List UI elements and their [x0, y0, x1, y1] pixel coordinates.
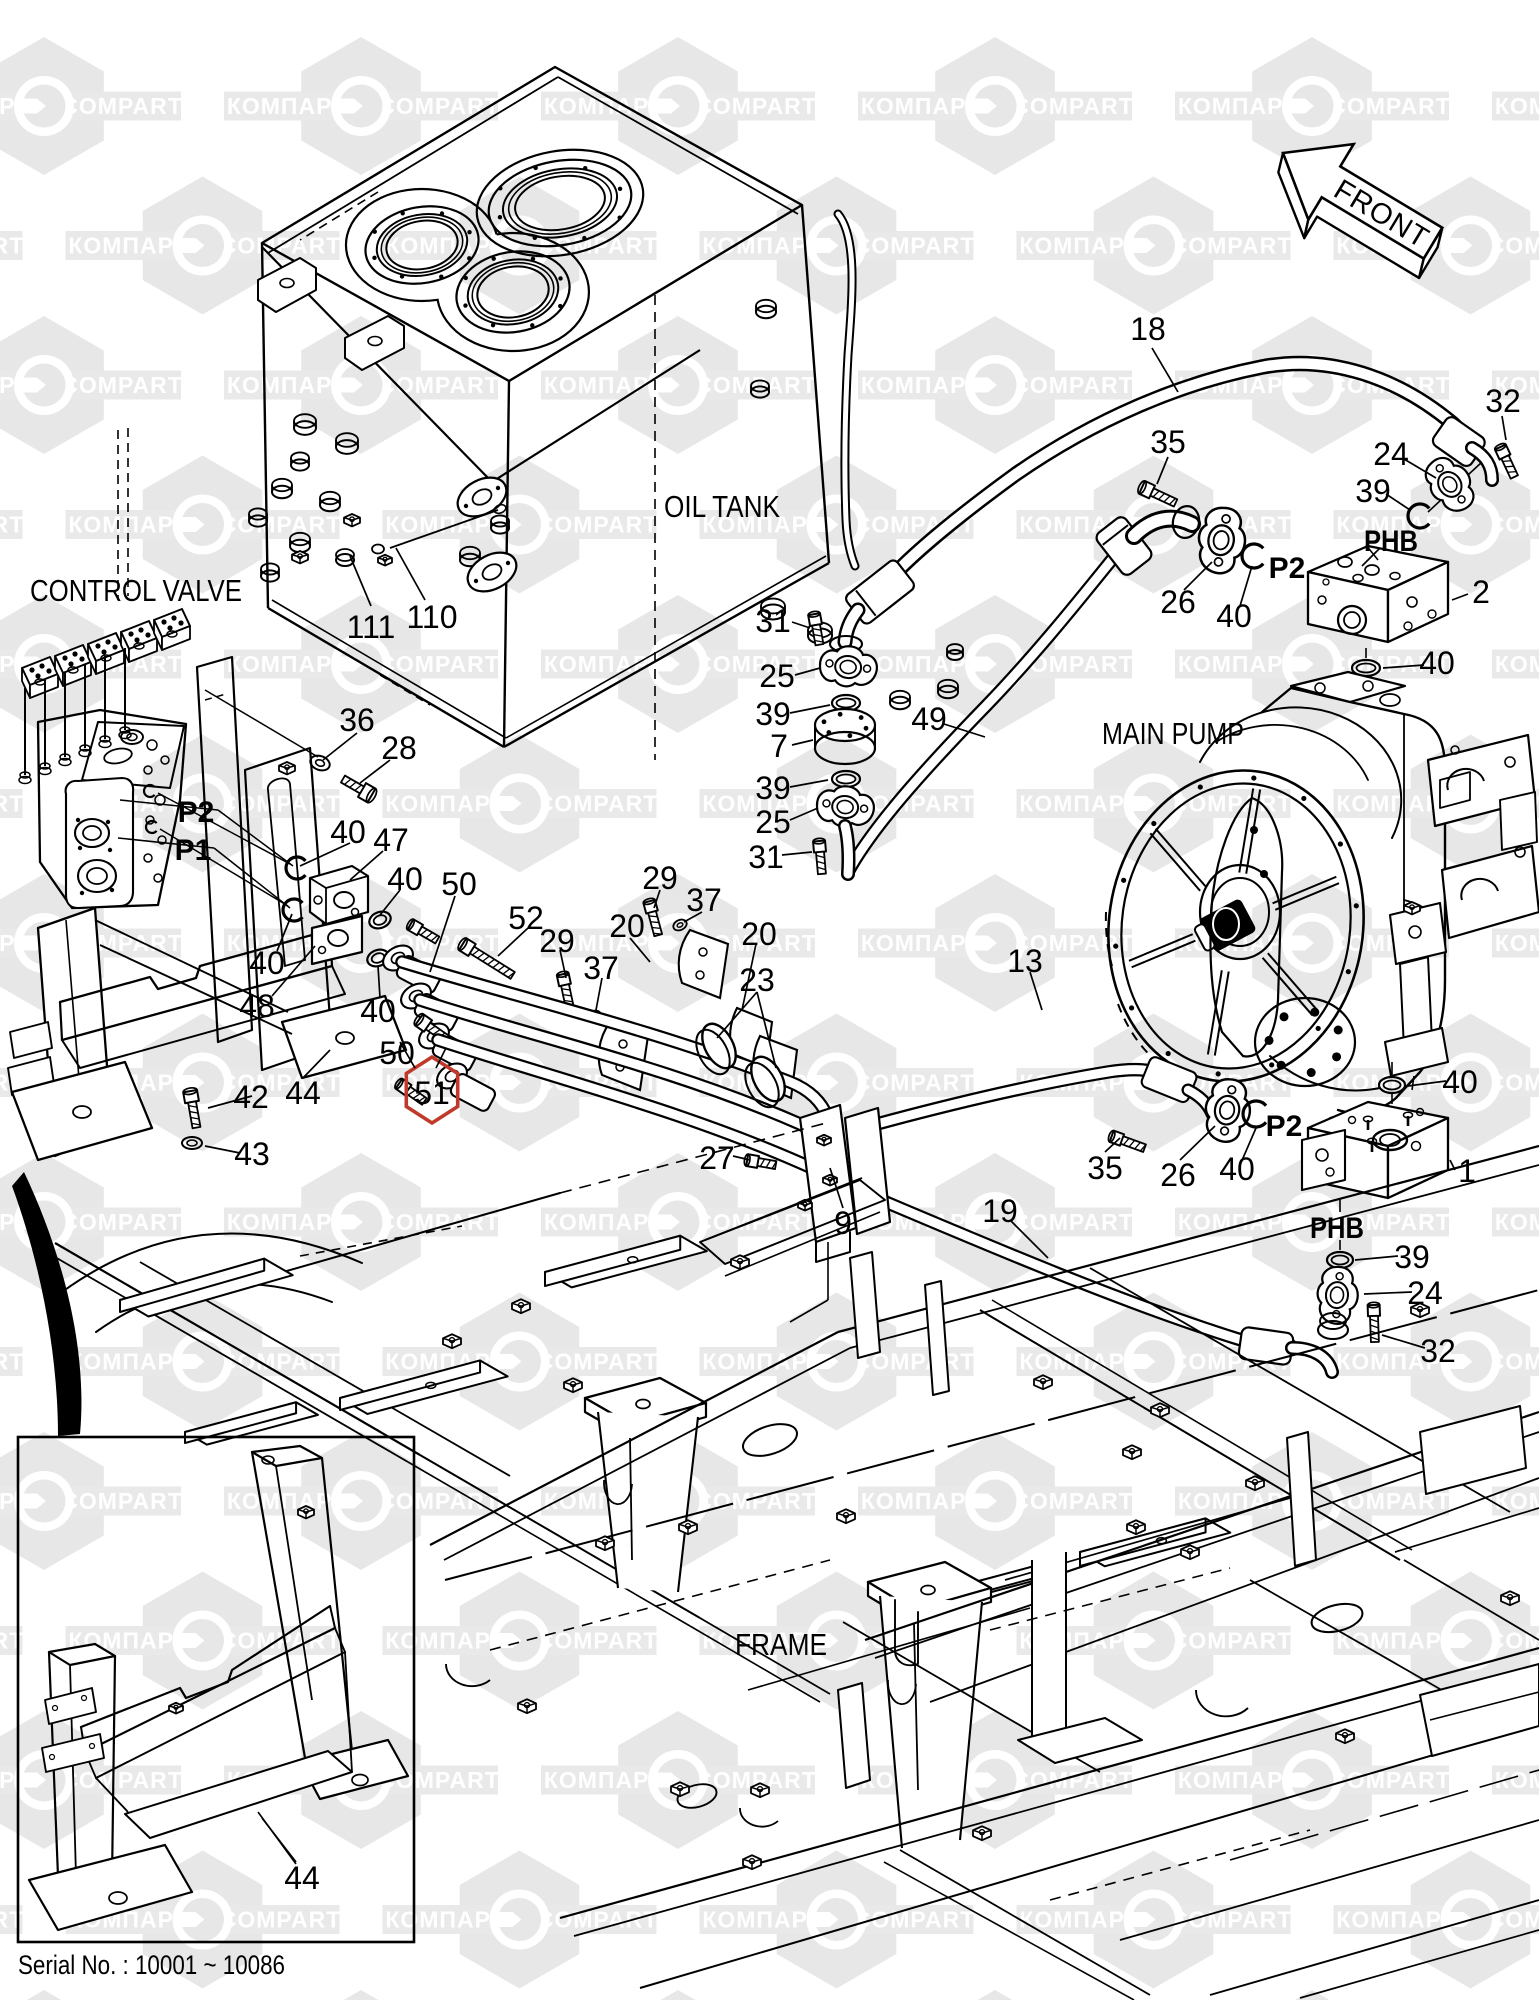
svg-text:19: 19 [982, 1193, 1018, 1229]
svg-text:13: 13 [1007, 943, 1043, 979]
svg-text:1: 1 [1458, 1153, 1476, 1189]
svg-text:32: 32 [1420, 1333, 1456, 1369]
svg-text:40: 40 [1442, 1064, 1478, 1100]
svg-text:50: 50 [379, 1035, 415, 1071]
svg-text:40: 40 [249, 945, 285, 981]
svg-text:PHB: PHB [1310, 1212, 1364, 1245]
svg-text:44: 44 [285, 1075, 321, 1111]
svg-text:40: 40 [387, 861, 423, 897]
svg-text:40: 40 [330, 814, 366, 850]
svg-text:42: 42 [233, 1079, 269, 1115]
svg-text:39: 39 [1355, 473, 1391, 509]
svg-text:43: 43 [234, 1136, 270, 1172]
svg-text:28: 28 [381, 730, 417, 766]
svg-text:18: 18 [1130, 311, 1166, 347]
svg-text:51: 51 [414, 1075, 450, 1111]
svg-text:CONTROL VALVE: CONTROL VALVE [30, 573, 242, 608]
svg-text:7: 7 [770, 728, 788, 764]
svg-text:39: 39 [755, 696, 791, 732]
svg-text:50: 50 [441, 866, 477, 902]
svg-text:P2: P2 [1266, 1110, 1303, 1143]
svg-text:110: 110 [406, 599, 457, 635]
svg-text:32: 32 [1485, 383, 1521, 419]
svg-text:PHB: PHB [1364, 525, 1418, 558]
svg-text:25: 25 [759, 658, 795, 694]
svg-text:35: 35 [1087, 1150, 1123, 1186]
svg-text:23: 23 [739, 962, 775, 998]
svg-text:37: 37 [583, 950, 619, 986]
svg-text:20: 20 [741, 916, 777, 952]
svg-text:29: 29 [539, 923, 575, 959]
svg-text:26: 26 [1160, 584, 1196, 620]
svg-text:31: 31 [755, 603, 791, 639]
svg-text:OIL TANK: OIL TANK [664, 489, 780, 524]
svg-text:25: 25 [755, 804, 791, 840]
svg-text:P2: P2 [178, 796, 215, 829]
svg-text:P2: P2 [1269, 552, 1306, 585]
svg-text:40: 40 [1219, 1151, 1255, 1187]
svg-text:44: 44 [284, 1860, 320, 1896]
svg-text:39: 39 [755, 770, 791, 806]
svg-text:24: 24 [1407, 1275, 1443, 1311]
svg-text:49: 49 [911, 701, 947, 737]
svg-text:20: 20 [609, 908, 645, 944]
svg-text:31: 31 [748, 839, 784, 875]
svg-text:111: 111 [347, 609, 396, 645]
svg-text:2: 2 [1472, 574, 1490, 610]
svg-text:40: 40 [1419, 645, 1455, 681]
svg-text:24: 24 [1373, 436, 1409, 472]
svg-text:FRAME: FRAME [735, 1627, 827, 1662]
svg-text:9: 9 [834, 1205, 852, 1241]
svg-text:35: 35 [1150, 424, 1186, 460]
svg-text:39: 39 [1394, 1239, 1430, 1275]
svg-text:27: 27 [699, 1140, 735, 1176]
svg-text:26: 26 [1160, 1157, 1196, 1193]
svg-text:40: 40 [360, 993, 396, 1029]
svg-text:52: 52 [508, 900, 544, 936]
svg-text:40: 40 [1216, 598, 1252, 634]
svg-text:29: 29 [642, 860, 678, 896]
svg-text:P1: P1 [175, 834, 212, 867]
svg-text:37: 37 [686, 882, 722, 918]
svg-text:MAIN PUMP: MAIN PUMP [1102, 716, 1244, 751]
svg-text:Serial No. : 10001 ~ 10086: Serial No. : 10001 ~ 10086 [18, 1950, 285, 1980]
svg-text:47: 47 [373, 822, 409, 858]
svg-text:36: 36 [339, 702, 375, 738]
svg-text:48: 48 [239, 988, 275, 1024]
